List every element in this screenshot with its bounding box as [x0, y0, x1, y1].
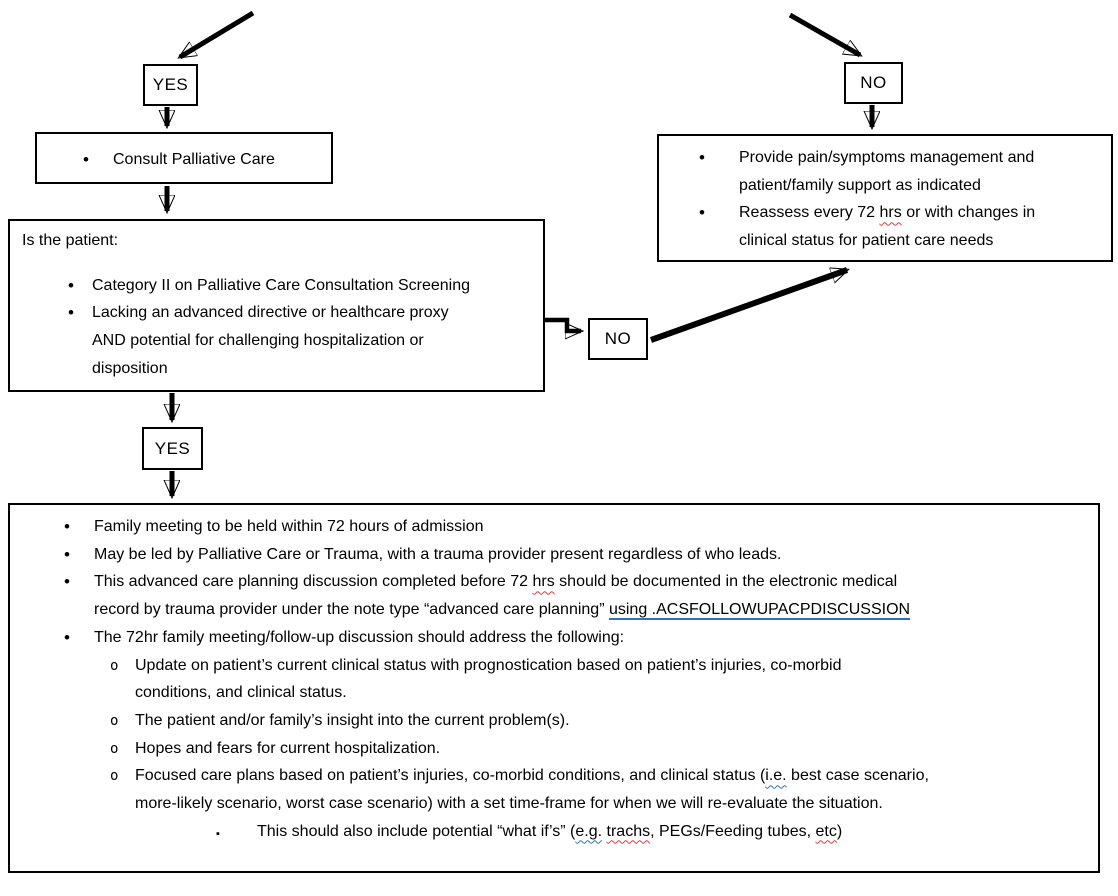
list-line: record by trauma provider under the note…: [10, 596, 1098, 624]
list-line: Category II on Palliative Care Consultat…: [10, 272, 543, 300]
text-segment: The patient and/or family’s insight into…: [135, 711, 570, 729]
no-label: NO: [860, 73, 887, 92]
text-segment: Hopes and fears for current hospitalizat…: [135, 739, 441, 757]
list-line: This should also include potential “what…: [10, 818, 1098, 846]
disc-bullet-icon: [83, 146, 89, 175]
list-line: clinical status for patient care needs: [659, 227, 1111, 255]
family-meeting-box: Family meeting to be held within 72 hour…: [8, 503, 1100, 873]
list-line: Consult Palliative Care: [37, 146, 331, 174]
text-segment: record by trauma provider under the note…: [94, 601, 609, 619]
yes-box-middle: YES: [142, 427, 203, 470]
outcome-list: Provide pain/symptoms management and pati…: [659, 144, 1111, 255]
patient-box-title: Is the patient:: [22, 232, 119, 249]
yes-label: YES: [154, 438, 191, 458]
text-segment: patient/family support as indicated: [739, 176, 981, 194]
list-line: Lacking an advanced directive or healthc…: [10, 299, 543, 327]
circle-bullet-icon: [110, 652, 118, 681]
list-line: The patient and/or family’s insight into…: [10, 707, 1098, 735]
disc-bullet-icon: [68, 299, 74, 328]
text-segment-blue-squiggle: i.e.: [765, 767, 787, 785]
list-line: conditions, and clinical status.: [10, 679, 1098, 707]
text-segment: ): [836, 822, 843, 840]
text-segment-red-squiggle: hrs: [879, 204, 902, 222]
disc-bullet-icon: [699, 199, 705, 228]
no-box-middle: NO: [588, 318, 648, 360]
text-segment-red-squiggle: trachs: [606, 822, 651, 840]
text-segment: clinical status for patient care needs: [739, 232, 994, 250]
text-segment: disposition: [92, 359, 168, 377]
text-segment: Focused care plans based on patient’s in…: [135, 767, 766, 785]
yes-box-top: YES: [143, 64, 198, 106]
disc-bullet-icon: [64, 541, 70, 570]
text-segment-blue-squiggle: e.g.: [575, 822, 603, 840]
patient-criteria-list: Category II on Palliative Care Consultat…: [10, 272, 543, 383]
list-line: Hopes and fears for current hospitalizat…: [10, 735, 1098, 763]
text-segment: or with changes in: [901, 204, 1036, 222]
list-line: The 72hr family meeting/follow-up discus…: [10, 624, 1098, 652]
text-segment-red-squiggle: etc: [815, 822, 837, 840]
text-segment: best case scenario,: [786, 767, 929, 785]
text-segment: Update on patient’s current clinical sta…: [135, 656, 842, 674]
list-line: more-likely scenario, worst case scenari…: [10, 790, 1098, 818]
yes-label: YES: [152, 75, 189, 94]
connector-patient-to-no: [545, 317, 581, 331]
text-segment: , PEGs/Feeding tubes,: [650, 822, 816, 840]
text-segment: The 72hr family meeting/follow-up discus…: [94, 628, 625, 646]
list-line: Family meeting to be held within 72 hour…: [10, 513, 1098, 541]
pain-management-outcome-box: Provide pain/symptoms management and pati…: [657, 134, 1113, 262]
disc-bullet-icon: [64, 513, 70, 542]
consult-palliative-care-box: Consult Palliative Care: [35, 132, 333, 184]
text-segment: should be documented in the electronic m…: [554, 573, 898, 591]
list-line: disposition: [10, 355, 543, 383]
text-segment: May be led by Palliative Care or Trauma,…: [94, 545, 782, 563]
list-line: Provide pain/symptoms management and: [659, 144, 1111, 172]
text-segment: Consult Palliative Care: [113, 151, 275, 168]
list-line: AND potential for challenging hospitaliz…: [10, 327, 543, 355]
text-segment: AND potential for challenging hospitaliz…: [92, 332, 424, 350]
consult-list: Consult Palliative Care: [37, 146, 331, 174]
list-line: This advanced care planning discussion c…: [10, 568, 1098, 596]
family-meeting-list: Family meeting to be held within 72 hour…: [10, 513, 1098, 845]
arrow-into-no-top: [788, 12, 860, 58]
text-segment: Provide pain/symptoms management and: [739, 149, 1035, 166]
text-segment: This should also include potential “what…: [257, 822, 576, 840]
arrow-no-to-outcome: [649, 267, 847, 343]
no-box-top: NO: [844, 62, 903, 104]
text-segment: more-likely scenario, worst case scenari…: [135, 795, 883, 813]
text-segment: Family meeting to be held within 72 hour…: [94, 518, 484, 535]
list-line: Focused care plans based on patient’s in…: [10, 762, 1098, 790]
text-segment: Lacking an advanced directive or healthc…: [92, 304, 449, 322]
circle-bullet-icon: [110, 735, 118, 764]
arrow-into-yes-top: [180, 10, 255, 60]
text-segment-blue-underline: using .ACSFOLLOWUPACPDISCUSSION: [608, 601, 911, 619]
list-line: Update on patient’s current clinical sta…: [10, 652, 1098, 680]
text-segment: Reassess every 72: [739, 204, 880, 222]
text-segment-red-squiggle: hrs: [532, 573, 555, 591]
text-segment: This advanced care planning discussion c…: [94, 573, 533, 591]
text-segment: Category II on Palliative Care Consultat…: [92, 276, 470, 294]
disc-bullet-icon: [64, 568, 70, 597]
disc-bullet-icon: [699, 144, 705, 173]
list-line: Reassess every 72 hrs or with changes in: [659, 199, 1111, 227]
disc-bullet-icon: [64, 624, 70, 653]
circle-bullet-icon: [110, 707, 118, 736]
list-line: patient/family support as indicated: [659, 172, 1111, 200]
list-line: May be led by Palliative Care or Trauma,…: [10, 541, 1098, 569]
is-the-patient-box: Is the patient: Category II on Palliativ…: [8, 219, 545, 392]
square-bullet-icon: [216, 819, 220, 849]
disc-bullet-icon: [68, 272, 74, 301]
no-label: NO: [604, 329, 632, 348]
circle-bullet-icon: [110, 762, 118, 791]
text-segment: conditions, and clinical status.: [135, 684, 347, 702]
